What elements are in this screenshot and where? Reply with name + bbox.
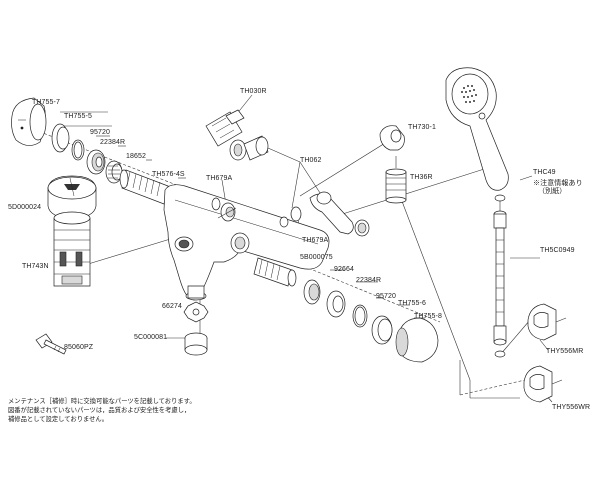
o-ring-left bbox=[71, 139, 85, 161]
label-th755-7: TH755-7 bbox=[32, 99, 60, 106]
label-5d000024: 5D000024 bbox=[8, 204, 42, 211]
label-18652: 18652 bbox=[126, 153, 146, 160]
label-th030r: TH030R bbox=[240, 88, 267, 95]
label-92664: 92664 bbox=[334, 266, 354, 273]
label-th679a-lower: TH679A bbox=[302, 237, 329, 244]
handle-cap-icon bbox=[47, 175, 97, 219]
o-ring-right bbox=[352, 304, 368, 328]
label-th755-5: TH755-5 bbox=[64, 113, 92, 120]
hook-wall-icon bbox=[523, 365, 563, 403]
label-66274: 66274 bbox=[162, 303, 182, 310]
label-th743n: TH743N bbox=[22, 263, 49, 270]
footnote-line-1: メンテナンス［補修］時に交換可能なパーツを記載しております。 bbox=[8, 398, 196, 405]
adapter-th030r bbox=[205, 109, 245, 147]
label-th755-8: TH755-8 bbox=[414, 313, 442, 320]
label-22384r-right: 22384R bbox=[356, 277, 382, 284]
handle-ring bbox=[51, 123, 70, 153]
label-5b000075: 5B000075 bbox=[300, 254, 333, 261]
adapter-18652 bbox=[105, 160, 123, 184]
seal-92664 bbox=[303, 279, 321, 305]
spout-gasket bbox=[183, 301, 209, 323]
label-thc49-note: ※注意情報あり bbox=[533, 180, 583, 187]
label-th36r: TH36R bbox=[410, 174, 433, 181]
faucet-body-icon bbox=[163, 184, 330, 301]
label-thc49-note-sub: （別紙） bbox=[538, 188, 567, 195]
label-5c000081: 5C000081 bbox=[134, 334, 168, 341]
label-thy556wr: THY556WR bbox=[552, 404, 591, 411]
cartridge bbox=[53, 211, 91, 287]
spout-aerator bbox=[184, 332, 208, 356]
label-thy556mr: THY556MR bbox=[546, 348, 584, 355]
label-th062: TH062 bbox=[300, 157, 322, 164]
label-th755-6: TH755-6 bbox=[398, 300, 426, 307]
label-th679a-upper: TH679A bbox=[206, 175, 233, 182]
key-icon bbox=[35, 333, 67, 355]
arm-elbow bbox=[309, 191, 370, 237]
hook-icon bbox=[527, 303, 567, 341]
label-95720-left: 95720 bbox=[90, 129, 110, 136]
handle-ring-right bbox=[371, 315, 393, 345]
shower-head-icon bbox=[445, 67, 509, 191]
hose-icon bbox=[493, 210, 507, 358]
nut-right bbox=[326, 290, 346, 318]
label-th5c0949: TH5C0949 bbox=[540, 247, 575, 254]
footnote-line-3: 補修品として設定しておりません。 bbox=[8, 416, 108, 423]
temperature-handle-cap bbox=[11, 97, 47, 146]
joint-th679a-lower bbox=[279, 206, 302, 228]
label-95720-right: 95720 bbox=[376, 293, 396, 300]
valve-spindle-5b000075 bbox=[253, 257, 297, 287]
shower-washer bbox=[494, 194, 506, 202]
label-th576-4s: TH576-4S bbox=[152, 171, 185, 178]
nut-left bbox=[86, 149, 106, 175]
label-th730-1: TH730-1 bbox=[408, 124, 436, 131]
label-22384r-left: 22384R bbox=[100, 139, 126, 146]
label-85060pz: 85060PZ bbox=[64, 344, 94, 351]
flow-handle-cap bbox=[395, 317, 439, 363]
joint-th679a-upper bbox=[217, 202, 237, 222]
label-thc49: THC49 bbox=[533, 169, 556, 176]
footnote-line-2: 図番が記載されていないパーツは，品質および安全性を考慮し， bbox=[8, 407, 191, 414]
nipple-th36r bbox=[385, 168, 407, 204]
elbow-th730 bbox=[379, 125, 405, 151]
connector-th062 bbox=[229, 135, 269, 161]
